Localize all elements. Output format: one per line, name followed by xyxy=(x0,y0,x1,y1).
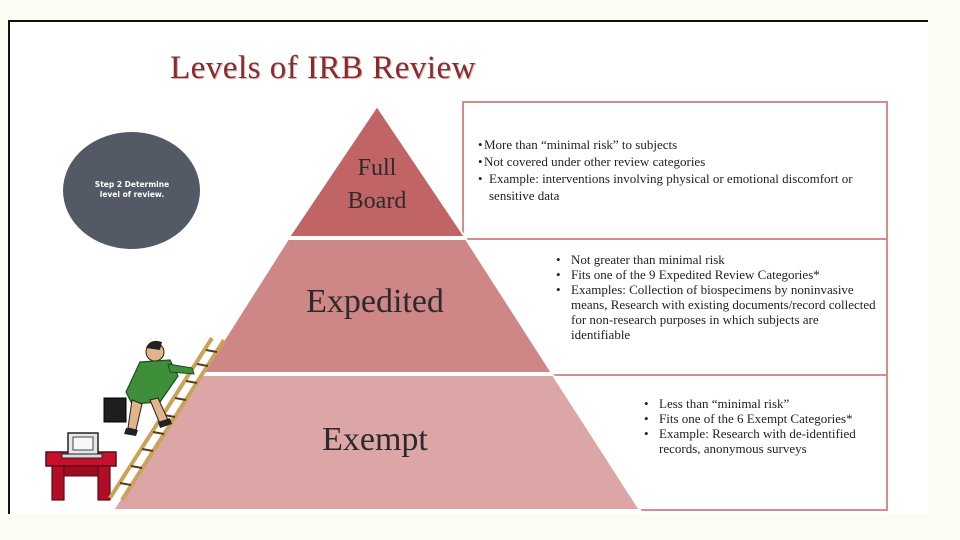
computer-desk-icon xyxy=(45,432,117,501)
exempt-bullet: Fits one of the 6 Exempt Categories* xyxy=(644,411,869,426)
exempt-bullet: Example: Research with de-identified rec… xyxy=(644,426,869,456)
full-board-bullet: Not covered under other review categorie… xyxy=(478,153,873,170)
frame-top-border xyxy=(8,20,928,22)
expedited-label: Expedited xyxy=(306,283,444,320)
full-board-label-line2: Board xyxy=(347,188,407,214)
expedited-bullet: Not greater than minimal risk xyxy=(556,252,876,267)
exempt-bullet: Less than “minimal risk” xyxy=(644,396,869,411)
slide-title: Levels of IRB Review xyxy=(170,50,477,86)
full-board-bullet: More than “minimal risk” to subjects xyxy=(478,136,873,153)
full-board-bullet: Example: interventions involving physica… xyxy=(478,170,873,204)
exempt-label: Exempt xyxy=(322,421,428,458)
expedited-bullet: Fits one of the 9 Expedited Review Categ… xyxy=(556,267,876,282)
expedited-bullets: Not greater than minimal risk Fits one o… xyxy=(556,252,876,342)
step-circle xyxy=(63,132,200,249)
exempt-bullets: Less than “minimal risk” Fits one of the… xyxy=(644,396,869,456)
full-board-tier xyxy=(287,104,467,238)
expedited-bullet: Examples: Collection of biospecimens by … xyxy=(556,282,876,342)
climbing-person-icon xyxy=(103,340,195,436)
step-note: Step 2 Determine level of review. xyxy=(94,180,170,199)
full-board-bullets: More than “minimal risk” to subjects Not… xyxy=(478,136,873,204)
frame-left-border xyxy=(8,20,10,514)
expedited-tier xyxy=(201,238,554,374)
full-board-label-line1: Full xyxy=(357,155,397,181)
full-board-label: Full Board xyxy=(322,152,432,218)
